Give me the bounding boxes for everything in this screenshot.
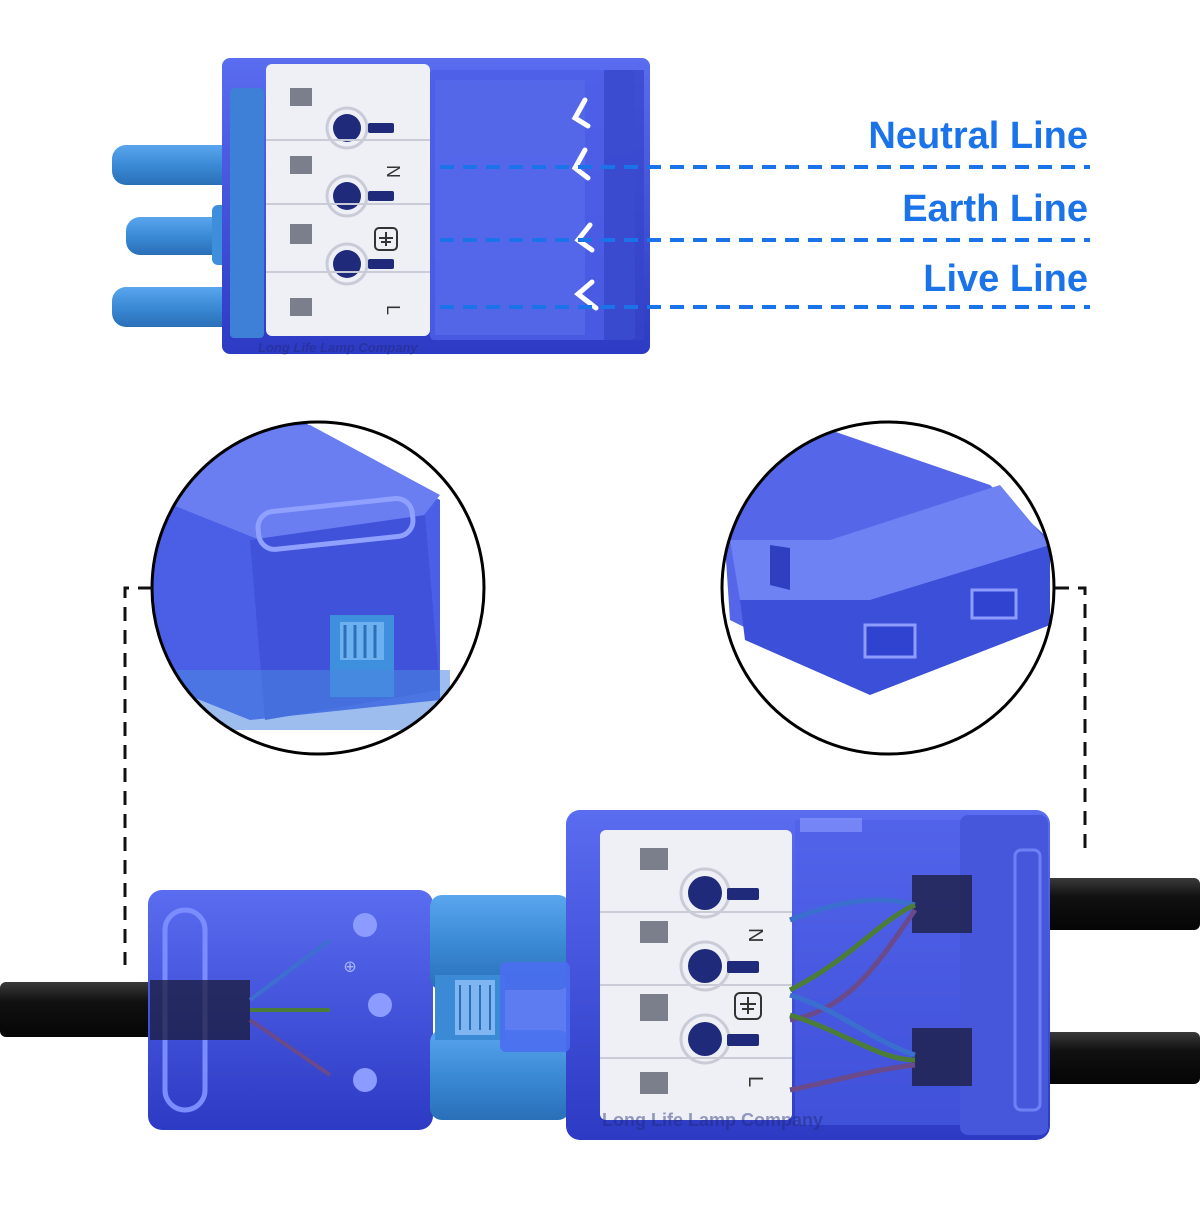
right-detail-magnifier [720, 420, 1056, 756]
label-leader-lines [440, 165, 1090, 309]
bottom-connector-assembly: ⊕ [0, 810, 1200, 1140]
terminal-mark-l: L [383, 305, 403, 315]
watermark-top: Long Life Lamp Company [258, 340, 418, 355]
earth-symbol-icon [374, 227, 398, 251]
earth-line-label: Earth Line [902, 188, 1088, 230]
terminal-mark-n-bottom: N [744, 928, 766, 942]
neutral-line-label: Neutral Line [868, 115, 1088, 157]
terminal-mark-n: N [383, 165, 403, 178]
live-line-label: Live Line [923, 258, 1088, 300]
top-connector: N L [112, 58, 650, 354]
terminal-mark-l-bottom: L [744, 1076, 766, 1087]
terminal-block: N L [266, 64, 430, 336]
internal-wires [788, 897, 918, 1093]
earth-symbol-icon [734, 992, 762, 1020]
magnifier-leader-lines [123, 586, 1087, 965]
svg-text:⊕: ⊕ [341, 960, 358, 973]
left-detail-magnifier [150, 420, 486, 756]
watermark-bottom: Long Life Lamp Company [602, 1110, 824, 1130]
terminal-block-bottom: N L [600, 830, 792, 1120]
